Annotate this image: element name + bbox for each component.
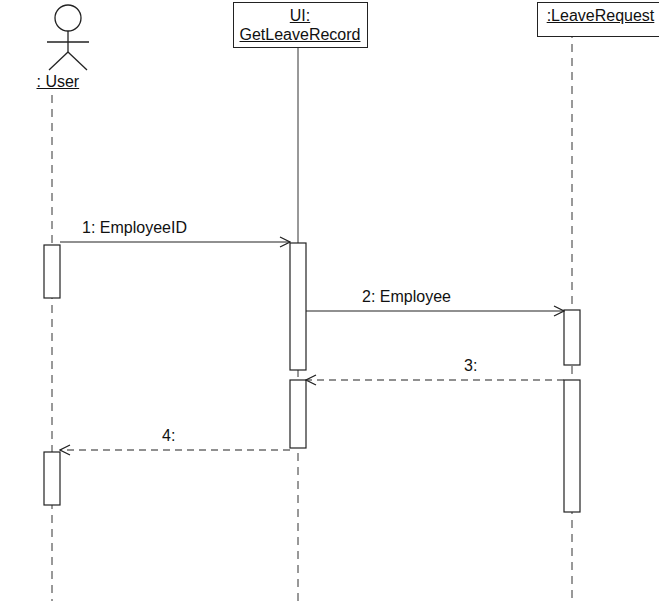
message-arrow: [60, 241, 290, 242]
object-box: UI: GetLeaveRecord: [233, 2, 368, 48]
actor-leg: [68, 52, 87, 70]
message-arrow: [306, 310, 564, 311]
actor-label: : User: [37, 72, 80, 91]
object-name: UI: GetLeaveRecord: [240, 6, 361, 44]
activation-bar: [564, 310, 580, 365]
activation-bar: [44, 452, 60, 505]
actor-leg: [49, 52, 68, 70]
activation-bar: [290, 380, 306, 448]
object-name: :LeaveRequest: [547, 6, 655, 25]
object-name: : User: [37, 72, 80, 91]
activation-bar: [564, 380, 580, 512]
message-arrow: [60, 449, 290, 450]
activation-bar: [290, 243, 306, 370]
object-box: :LeaveRequest: [537, 2, 659, 37]
message-label: 4:: [160, 426, 177, 445]
message-label: 3:: [462, 356, 479, 375]
actor-head: [55, 5, 81, 31]
ui-lifeline: [298, 30, 299, 243]
message-label: 1: EmployeeID: [80, 218, 189, 237]
message-label: 2: Employee: [360, 287, 453, 306]
activation-bar: [44, 245, 60, 298]
actor-arms: [47, 41, 89, 42]
message-arrow: [306, 379, 564, 380]
user-lifeline: [52, 95, 53, 601]
